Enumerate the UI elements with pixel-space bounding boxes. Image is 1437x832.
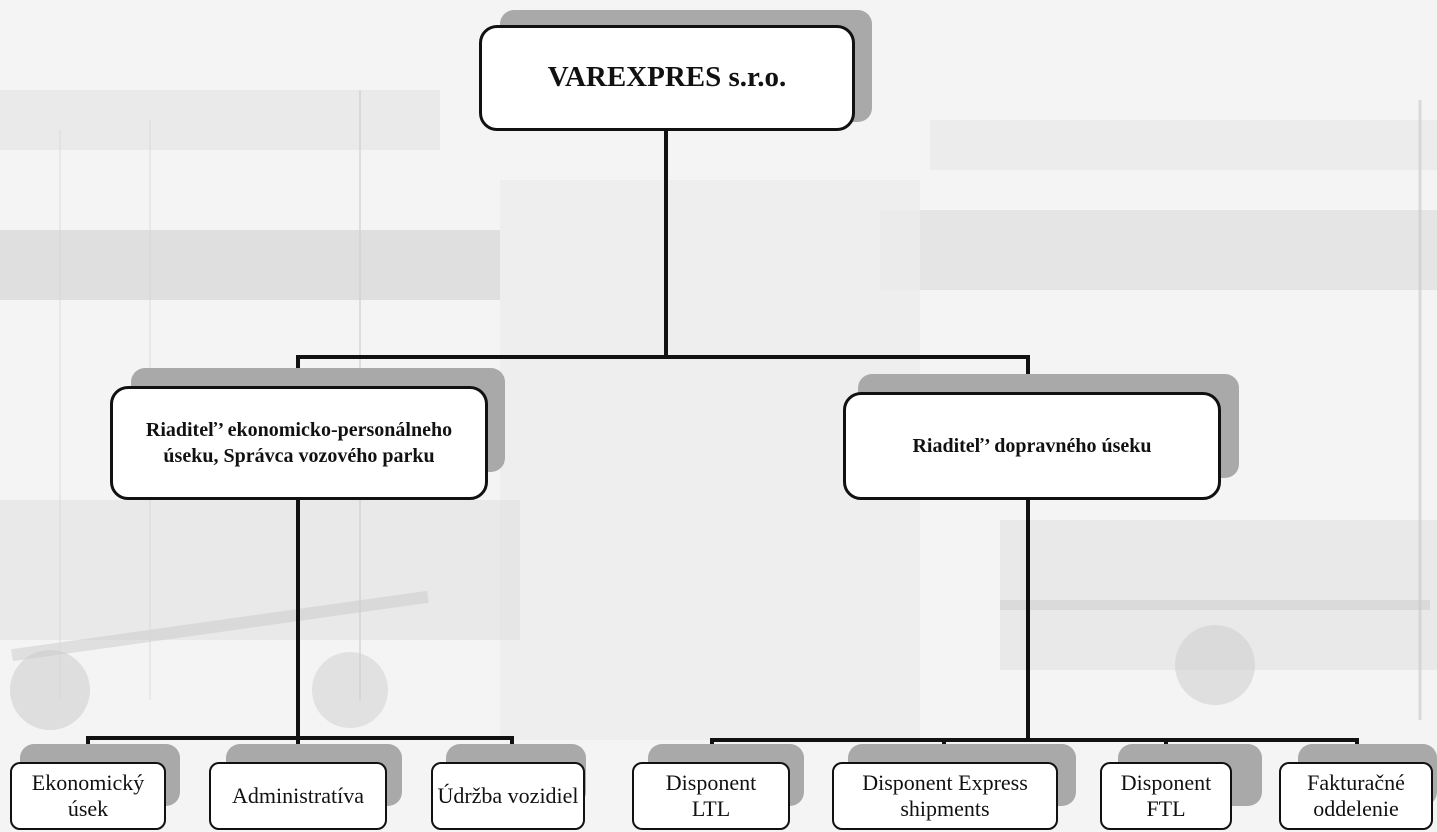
director-economic-label: Riaditeľ’ ekonomicko-personálneho úseku,…	[145, 419, 453, 467]
director-transport-label: Riaditeľ’ dopravného úseku	[912, 435, 1152, 457]
root-label: VAREXPRES s.r.o.	[547, 61, 787, 94]
unit-udrzba-label: Údržba vozidiel	[437, 782, 579, 808]
unit-disponent-ftl-label: Disponent FTL	[1120, 769, 1212, 821]
unit-fakturacne-label: Fakturačné oddelenie	[1307, 769, 1405, 821]
unit-disponent-express-label: Disponent Express shipments	[862, 769, 1028, 821]
unit-disponent-ltl-label: Disponent LTL	[665, 769, 757, 821]
unit-ekonomicky-label: Ekonomický úsek	[31, 769, 145, 821]
unit-administrativa-label: Administratíva	[232, 782, 364, 808]
